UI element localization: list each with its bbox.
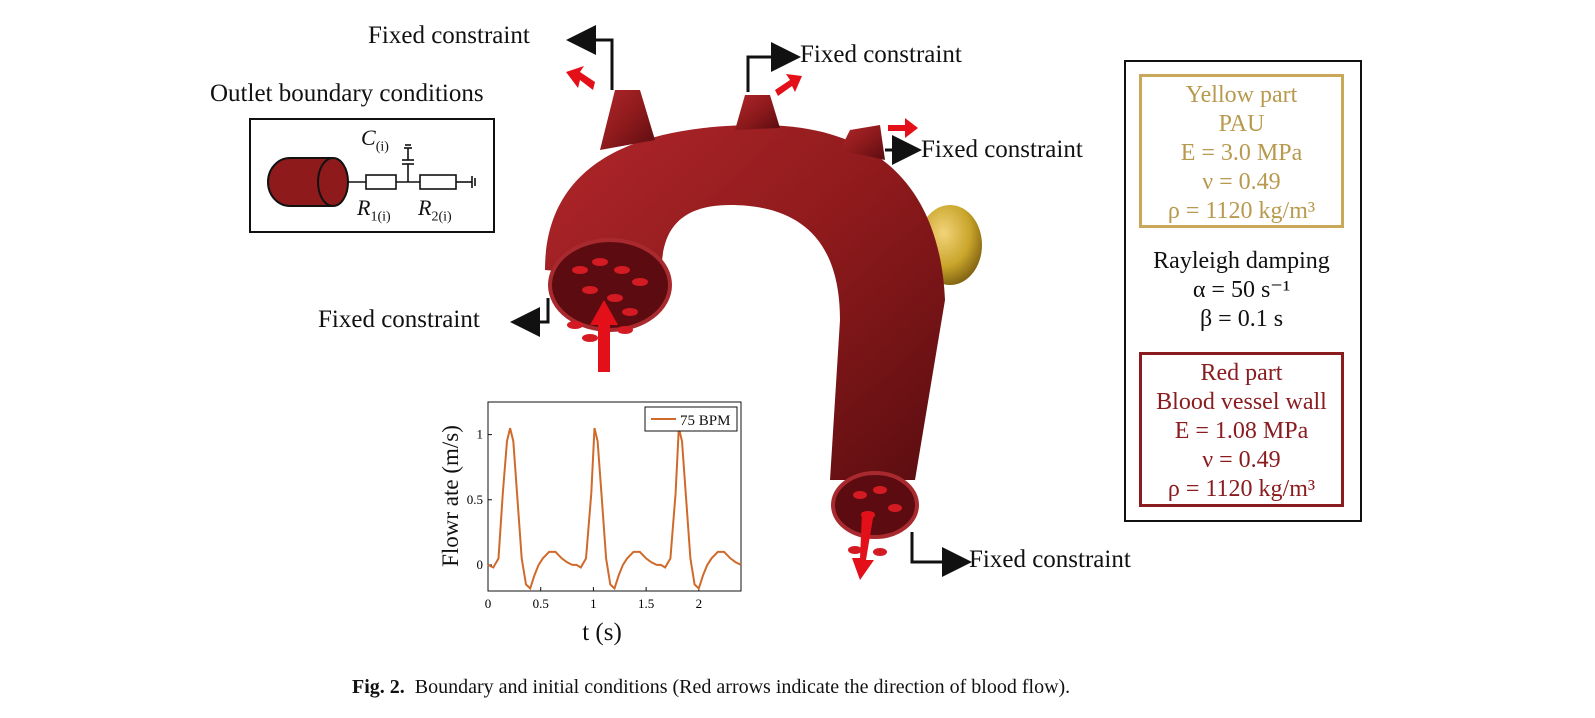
flow-arrows — [566, 66, 918, 580]
yellow-part-line: ρ = 1120 kg/m³ — [1167, 198, 1316, 224]
resistance1-label: R1(i) — [357, 195, 391, 225]
material-properties-panel — [1124, 60, 1362, 522]
y-tick-label: 0 — [477, 557, 484, 572]
y-tick-label: 1 — [477, 427, 484, 442]
branch-left — [600, 90, 655, 150]
yellow-part-box: Yellow part PAU E = 3.0 MPa ν = 0.49 ρ =… — [1139, 74, 1344, 228]
fixed-constraint-label-inlet: Fixed constraint — [318, 306, 480, 333]
yellow-part-line: Yellow part — [1185, 82, 1298, 108]
x-tick-label: 0 — [485, 596, 492, 611]
capacitance-label: C(i) — [361, 125, 389, 155]
outlet-bc-title: Outlet boundary conditions — [210, 80, 484, 107]
x-tick-label: 1 — [590, 596, 597, 611]
x-tick-label: 0.5 — [533, 596, 549, 611]
red-part-line: Blood vessel wall — [1156, 389, 1327, 415]
caption-prefix: Fig. 2. — [352, 676, 405, 698]
rcr-circuit — [348, 144, 476, 190]
branch-middle — [735, 95, 780, 130]
red-part-line: ρ = 1120 kg/m³ — [1167, 476, 1316, 502]
branch-right — [840, 125, 885, 160]
damping-line: Rayleigh damping — [1153, 248, 1330, 274]
blood-cells — [567, 258, 902, 556]
y-tick-label: 0.5 — [467, 492, 483, 507]
chart-ylabel: Flowr ate (m/s) — [438, 425, 463, 567]
fixed-constraint-label-top-middle: Fixed constraint — [800, 41, 962, 68]
aorta-vessel — [545, 125, 945, 480]
rayleigh-damping-block: Rayleigh damping α = 50 s⁻¹ β = 0.1 s — [1139, 247, 1344, 337]
red-part-line: ν = 0.49 — [1202, 447, 1281, 473]
x-tick-label: 1.5 — [638, 596, 654, 611]
damping-line: β = 0.1 s — [1199, 306, 1284, 332]
damping-line: α = 50 s⁻¹ — [1192, 277, 1291, 303]
fixed-constraint-label-outlet: Fixed constraint — [969, 546, 1131, 573]
red-part-line: E = 1.08 MPa — [1174, 418, 1309, 444]
yellow-part-line: ν = 0.49 — [1202, 169, 1281, 195]
chart-plot-area — [487, 401, 742, 592]
flow-rate-chart: 0 0.5 1 1.5 2 0 0.5 1 75 BPM t (s) Flowr ate (m… — [438, 401, 742, 646]
chart-legend-label: 75 BPM — [680, 413, 730, 429]
series-line-75bpm — [487, 427, 742, 591]
red-part-line: Red part — [1200, 360, 1283, 386]
fixed-constraint-label-right: Fixed constraint — [921, 136, 1083, 163]
red-part-box: Red part Blood vessel wall E = 1.08 MPa … — [1139, 352, 1344, 507]
outlet-bc-cylinder — [267, 157, 349, 207]
fixed-constraint-label-top-left: Fixed constraint — [368, 22, 530, 49]
caption-text: Boundary and initial conditions (Red arr… — [414, 676, 1071, 698]
constraint-arrows — [510, 25, 972, 577]
outlet-bc-box — [249, 118, 495, 233]
figure-caption: Fig. 2. Boundary and initial conditions … — [352, 676, 1070, 699]
chart-xlabel: t (s) — [582, 619, 622, 646]
yellow-part-line: PAU — [1218, 111, 1265, 137]
outlet-opening — [831, 471, 919, 539]
resistance2-label: R2(i) — [418, 195, 452, 225]
x-tick-label: 2 — [696, 596, 703, 611]
yellow-part-line: E = 3.0 MPa — [1180, 140, 1303, 166]
